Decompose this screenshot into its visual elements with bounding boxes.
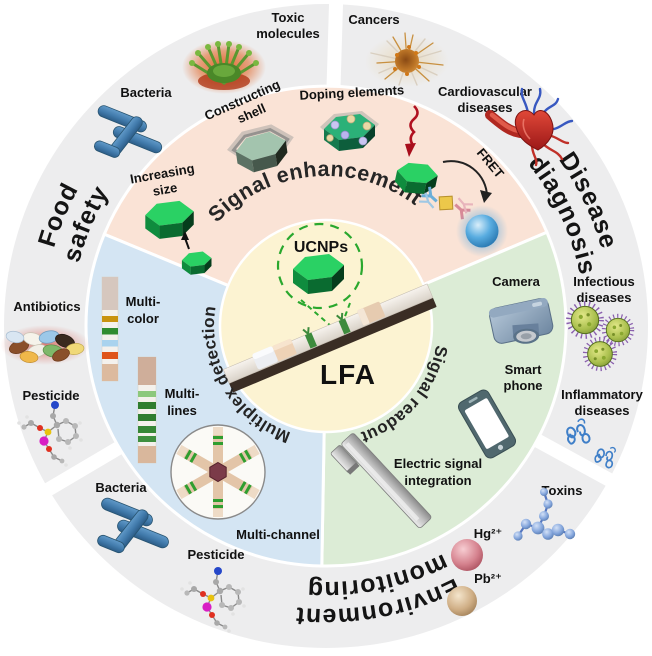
antibody-sandwich-icon: [418, 186, 474, 220]
multi-channel-item: Multi-channel: [170, 424, 320, 542]
doping-elements-label: Doping elements: [299, 82, 404, 102]
camera-item: Camera: [488, 274, 554, 344]
hg-label: Hg²⁺: [474, 526, 503, 541]
dopant-dots: [326, 114, 372, 146]
smartphone-icon: [457, 389, 517, 459]
toxic-molecules-label-line1: Toxic: [272, 10, 305, 25]
doping-elements-item: Doping elements: [299, 82, 404, 151]
excitation-arrowhead: [405, 143, 416, 157]
cancers-label: Cancers: [348, 12, 399, 27]
electric-signal-label-line1: Electric signal: [394, 456, 482, 471]
fret-curved-arrow: [442, 160, 488, 197]
pb-label: Pb²⁺: [474, 571, 502, 586]
ucnps-label: UCNPs: [294, 239, 348, 256]
inflammatory-label-line1: Inflammatory: [561, 387, 643, 402]
bacteria-env-item: Bacteria: [95, 480, 171, 555]
pb-sphere-icon: [447, 586, 477, 616]
size-arrowhead: [181, 231, 189, 240]
outer-ring: [4, 0, 649, 648]
smart-phone-label-line1: Smart: [505, 362, 543, 377]
wheel-strips: [176, 427, 260, 517]
toxic-molecules-label-line2: molecules: [256, 26, 320, 41]
multi-lines-label-line1: Multi-: [165, 386, 200, 401]
ucnps-highlight: UCNPs: [276, 222, 364, 328]
bacteria-env-label: Bacteria: [95, 480, 147, 495]
multi-color-label-line1: Multi-: [126, 294, 161, 309]
ring-gap-lower-left: [36, 438, 128, 501]
toxic-molecules-item: Toxic molecules: [182, 10, 320, 94]
center-circle: [218, 218, 434, 434]
multi-lines-label-line2: lines: [167, 403, 197, 418]
camera-icon: [488, 297, 554, 344]
smart-phone-label-line2: phone: [504, 378, 543, 393]
smart-phone-item: Smart phone: [457, 362, 543, 459]
toxins-label: Toxins: [542, 483, 583, 498]
cardiovascular-item: Cardiovascular diseases: [438, 84, 574, 167]
antibiotics-label: Antibiotics: [13, 299, 80, 314]
inflammatory-label-line2: diseases: [575, 403, 630, 418]
infectious-item: Infectious diseases: [569, 274, 635, 369]
multi-color-strip-icon: [101, 276, 119, 382]
ucnps-dashed-circle: [276, 222, 364, 310]
multi-color-label-line2: color: [127, 311, 159, 326]
multi-channel-label: Multi-channel: [236, 527, 320, 542]
lfa-label: LFA: [320, 359, 376, 390]
electric-signal-label-line2: integration: [404, 473, 471, 488]
lfa-strip-icon: [222, 283, 437, 393]
infectious-label-line2: diseases: [577, 290, 632, 305]
multi-lines-strip-icon: [137, 356, 157, 464]
multi-channel-wheel-icon: [170, 424, 266, 520]
increasing-size-label-line2: size: [152, 180, 179, 199]
pesticide-food-label: Pesticide: [22, 388, 79, 403]
wheel-hub: [209, 461, 227, 483]
infectious-label-line1: Infectious: [573, 274, 634, 289]
cardiovascular-label-line2: diseases: [458, 100, 513, 115]
doping-crystal-icon: [320, 111, 379, 151]
pesticide-env-item: Pesticide: [179, 547, 247, 634]
ring-gap-lower-right: [527, 430, 620, 490]
inflammatory-item: Inflammatory diseases: [561, 387, 644, 470]
camera-label: Camera: [492, 274, 540, 289]
tumor-icon: [365, 32, 449, 87]
bacteria-food-label: Bacteria: [120, 85, 172, 100]
antibiotics-pills-icon: [0, 325, 90, 365]
toxins-item: Toxins: [513, 483, 582, 541]
fret-item: FRET: [392, 105, 508, 257]
cancers-item: Cancers: [348, 12, 449, 87]
hg-sphere-icon: [451, 539, 483, 571]
shell-crystal-icon: [227, 124, 294, 173]
antibiotics-item: Antibiotics: [0, 299, 90, 365]
pesticide-env-label: Pesticide: [187, 547, 244, 562]
ring-gap-top: [326, 0, 344, 89]
multi-lines-item: Multi- lines: [137, 356, 200, 464]
bacteria-food-item: Bacteria: [92, 85, 172, 160]
toxins-molecule-icon: [513, 488, 576, 541]
acceptor-sphere-icon: [465, 214, 499, 248]
cardiovascular-label-line1: Cardiovascular: [438, 84, 532, 99]
pesticide-food-item: Pesticide: [16, 388, 84, 468]
multi-color-item: Multi- color: [101, 276, 161, 382]
toxic-mold-icon: [182, 40, 266, 94]
fret-arrowhead: [480, 190, 492, 203]
electric-signal-item: Electric signal integration: [330, 433, 482, 529]
reader-device-icon: [330, 433, 432, 529]
heart-vessels-icon: [485, 87, 574, 167]
heavy-metals-item: Hg²⁺ Pb²⁺: [447, 526, 502, 616]
excitation-wave-arrow: [409, 105, 419, 146]
